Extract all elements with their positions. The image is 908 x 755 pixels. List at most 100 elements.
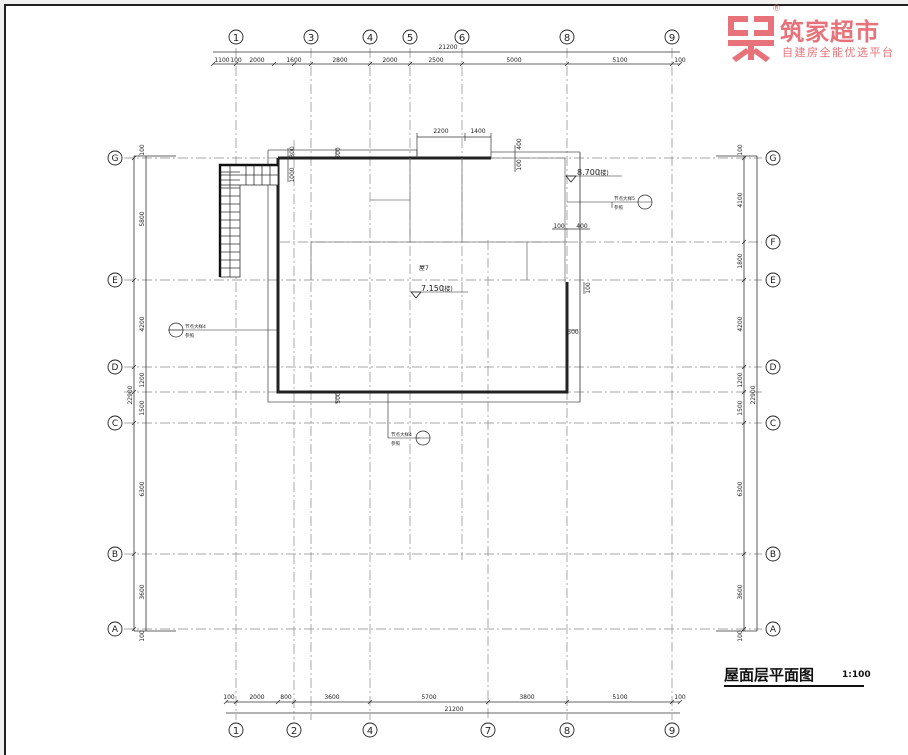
inner-dimension-lines: [287, 133, 590, 404]
dim-i-500b: 500: [567, 329, 579, 336]
axis-bubble-right-C: C: [765, 415, 781, 431]
axis-bubble-bottom-4: 4: [362, 722, 378, 738]
dim-r-100a: 100: [737, 144, 744, 156]
svg-text:4: 4: [367, 726, 373, 737]
brand-mark-icon: [728, 16, 774, 62]
staircase: [219, 164, 279, 278]
svg-text:C: C: [112, 419, 118, 429]
axis-bubble-bottom-1: 1: [228, 722, 244, 738]
elevation-main-value: 7.150: [421, 284, 444, 293]
dim-5100a: 5100: [612, 57, 627, 64]
axis-bubble-right-B: B: [765, 546, 781, 562]
left-dimension-labels: 100 5800 4200 1200 1500 6300 3600 100 22…: [127, 144, 146, 642]
right-total: 22900: [750, 385, 757, 404]
dim-2800: 2800: [332, 57, 347, 64]
svg-text:F: F: [770, 238, 775, 248]
dim-i-300: 300: [289, 146, 296, 158]
svg-text:G: G: [112, 154, 119, 164]
svg-text:G: G: [770, 154, 777, 164]
dimension-ticks: [131, 61, 747, 705]
svg-text:5: 5: [407, 33, 413, 44]
dim-l-100b: 100: [139, 630, 146, 642]
dim-i-500a: 500: [335, 147, 342, 159]
svg-text:8: 8: [564, 726, 570, 737]
svg-text:3: 3: [308, 33, 314, 44]
svg-text:1: 1: [233, 726, 239, 737]
dim-l-4200: 4200: [139, 316, 146, 331]
dim-b-2000: 2000: [249, 694, 264, 701]
axis-bubble-top-1: 1: [228, 29, 244, 45]
dim-i-500c: 500: [335, 392, 342, 404]
dim-r-1800: 1800: [737, 253, 744, 268]
dim-b-100a: 100: [223, 694, 235, 701]
axis-bubble-right-D: D: [765, 359, 781, 375]
axis-bubble-top-9: 9: [664, 29, 680, 45]
elevation-marker-upper: 8.700 (楼): [565, 168, 622, 183]
dim-b-3800: 3800: [519, 694, 534, 701]
dim-b-5700: 5700: [421, 694, 436, 701]
dim-b-800: 800: [280, 694, 292, 701]
detail-4b-label: 节点大样4: [391, 431, 412, 438]
left-axis-bubbles: G E D C B A: [107, 150, 123, 637]
dim-r-1500: 1500: [737, 400, 744, 415]
axis-bubble-right-F: F: [765, 234, 781, 250]
dim-i-1400: 1400: [470, 128, 485, 135]
roof-label: 屋7: [419, 265, 429, 272]
dim-i-400b: 400: [576, 223, 588, 230]
dim-l-1200: 1200: [139, 372, 146, 387]
dim-l-100a: 100: [139, 144, 146, 156]
dim-r-1200: 1200: [737, 372, 744, 387]
right-dimension-labels: 100 4100 1800 4200 1200 1500 6300 3600 1…: [737, 144, 757, 642]
dim-1100: 1100: [214, 57, 229, 64]
svg-text:A: A: [770, 625, 777, 635]
axis-bubble-left-A: A: [107, 621, 123, 637]
detail-4a-note: 参照: [185, 332, 194, 339]
axis-bubble-bottom-9: 9: [664, 722, 680, 738]
brand-name: 筑家超市: [780, 18, 880, 46]
axis-bubble-right-A: A: [765, 621, 781, 637]
detail-4b-note: 参照: [391, 440, 400, 447]
dim-i-400a: 400: [516, 138, 523, 150]
svg-text:9: 9: [669, 33, 675, 44]
left-total: 22900: [127, 385, 134, 404]
dim-l-5800: 5800: [139, 211, 146, 226]
detail-5-note: 参照: [614, 204, 623, 211]
axis-bubble-top-5: 5: [402, 29, 418, 45]
axis-bubble-right-E: E: [765, 272, 781, 288]
inner-partitions: [310, 157, 567, 282]
top-total: 21200: [438, 44, 457, 51]
svg-text:E: E: [770, 276, 776, 286]
axis-bubble-right-G: G: [765, 150, 781, 166]
brand-logo: ® 筑家超市 自建房全能优选平台: [726, 4, 904, 66]
drawing-title: 屋面层平面图: [724, 666, 815, 684]
dimension-frame: [133, 51, 758, 714]
brand-slogan: 自建房全能优选平台: [782, 46, 895, 59]
svg-text:9: 9: [669, 726, 675, 737]
right-axis-bubbles: G F E D C B A: [765, 150, 781, 637]
detail-4a-label: 节点大样4: [185, 323, 206, 330]
detail-callout-5: 节点大样5 参照: [567, 194, 653, 211]
bottom-axis-bubbles: 1 2 4 7 8 9: [228, 722, 680, 738]
svg-text:1: 1: [233, 33, 239, 44]
dim-i-100b: 100: [553, 223, 565, 230]
bottom-total: 21200: [444, 706, 463, 713]
dim-100a: 100: [230, 57, 242, 64]
axis-bubble-left-B: B: [107, 546, 123, 562]
dim-r-3600: 3600: [737, 584, 744, 599]
dim-i-100c: 100: [585, 282, 592, 294]
axis-bubble-left-E: E: [107, 272, 123, 288]
dim-2000a: 2000: [249, 57, 264, 64]
dim-r-4100: 4100: [737, 192, 744, 207]
svg-text:4: 4: [367, 33, 373, 44]
axis-bubble-top-8: 8: [559, 29, 575, 45]
bottom-dimension-labels: 100 2000 800 3600 5700 3800 5100 100 212…: [223, 694, 686, 713]
axis-bubble-bottom-2: 2: [286, 722, 302, 738]
dim-i-100a: 100: [516, 159, 523, 171]
dim-b-100b: 100: [674, 694, 686, 701]
axis-bubble-left-C: C: [107, 415, 123, 431]
svg-text:B: B: [112, 550, 118, 560]
dim-b-3600: 3600: [324, 694, 339, 701]
drawing-scale: 1:100: [842, 670, 871, 680]
svg-text:D: D: [770, 363, 777, 373]
